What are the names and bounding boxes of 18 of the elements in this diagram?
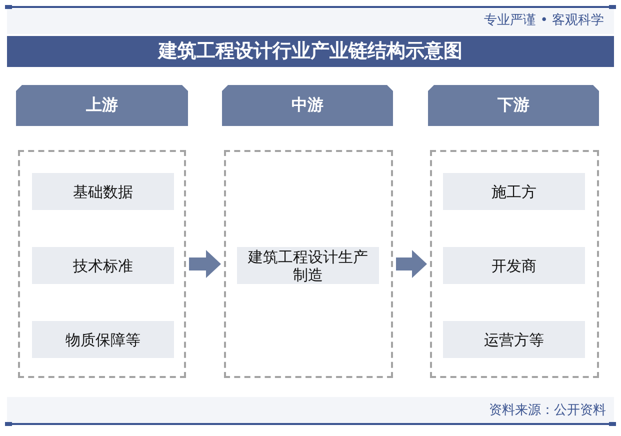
block-arrow: [396, 250, 427, 278]
item-box: 建筑工程设计生产制造: [237, 247, 379, 284]
dashed-group-box: [224, 150, 393, 378]
dashed-group-box: [430, 150, 599, 378]
source-note: 资料来源：公开资料: [489, 403, 606, 419]
column-header: 下游: [428, 85, 599, 126]
block-arrow: [189, 250, 221, 278]
item-box: 运营方等: [443, 321, 585, 358]
item-box: 基础数据: [32, 173, 174, 210]
item-box: 施工方: [443, 173, 585, 210]
item-box: 技术标准: [32, 247, 174, 284]
title-banner: 建筑工程设计行业产业链结构示意图: [7, 36, 614, 67]
item-box: 开发商: [443, 247, 585, 284]
column-header: 上游: [16, 85, 188, 126]
dashed-group-box: [18, 150, 186, 378]
column-header: 中游: [222, 85, 393, 126]
item-box: 物质保障等: [32, 321, 174, 358]
tagline: 专业严谨 • 客观科学: [484, 13, 604, 29]
